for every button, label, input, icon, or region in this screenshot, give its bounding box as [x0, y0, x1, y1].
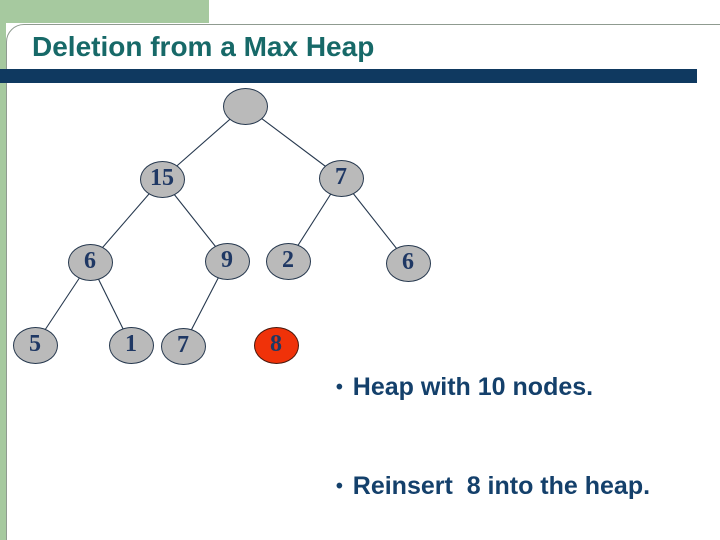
- tree-node: 5: [12, 326, 58, 364]
- tree-node: [222, 87, 268, 125]
- tree-node: 7: [160, 327, 206, 365]
- tree-node: 7: [318, 159, 364, 197]
- bullet-text: Reinsert 8 into the heap.: [352, 472, 651, 500]
- top-accent-block: [0, 0, 209, 23]
- bullet-line: • Heap with 10 nodes.: [335, 371, 650, 404]
- bullet-list: • Heap with 10 nodes. • Reinsert 8 into th…: [335, 305, 650, 540]
- tree-node: 1: [108, 326, 154, 364]
- bullet-icon: •: [335, 474, 343, 498]
- title-underline-bar: [0, 69, 697, 83]
- bullet-icon: •: [335, 375, 343, 399]
- left-accent-strip: [0, 0, 6, 540]
- bullet-text: Heap with 10 nodes.: [352, 373, 594, 401]
- tree-node: 6: [67, 243, 113, 281]
- tree-node: 9: [204, 242, 250, 280]
- bullet-line: • Reinsert 8 into the heap.: [335, 470, 650, 503]
- tree-node: 6: [385, 244, 431, 282]
- tree-node-highlighted: 8: [253, 326, 299, 364]
- slide-title: Deletion from a Max Heap: [32, 31, 375, 62]
- tree-node: 2: [265, 242, 311, 280]
- tree-node: 15: [139, 160, 185, 198]
